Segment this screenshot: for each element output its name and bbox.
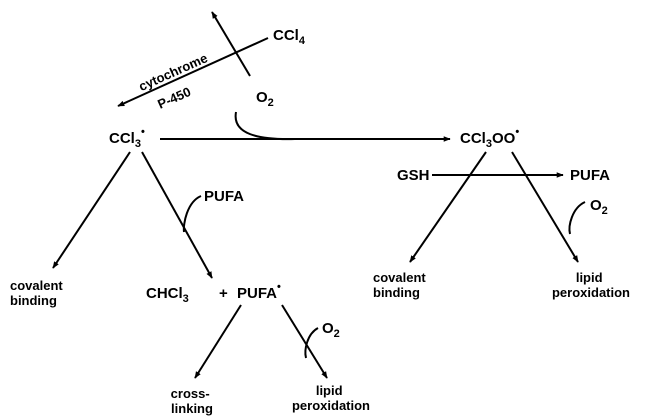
product-covalent-binding-left-line1: covalent (10, 278, 63, 293)
reactant-o2-bottom: O2 (322, 320, 340, 340)
product-cross-linking: cross- linking (171, 386, 214, 416)
enzyme-line1: cytochrome (136, 50, 209, 94)
node-ccl4-sub: 4 (299, 35, 306, 47)
product-lipid-peroxidation-bottom-line1: lipid (316, 383, 343, 398)
reactant-gsh: GSH (397, 167, 430, 184)
node-chcl3-sub: 3 (183, 293, 189, 305)
diagram-labels: CCl4 cytochrome P-450 O2 CCl3• CCl3OO• G… (10, 27, 630, 416)
node-ccl3oo-tail: OO (492, 130, 516, 147)
node-ccl3oo-sup: • (515, 126, 519, 138)
reactant-o2-bottom-sub: 2 (334, 328, 340, 340)
product-lipid-peroxidation-bottom-line2: peroxidation (292, 398, 370, 413)
node-ccl3oo-radical: CCl3OO• (460, 126, 519, 150)
reactant-o2-top-base: O (256, 89, 268, 106)
node-ccl3-base: CCl (109, 130, 135, 147)
node-ccl3oo-base: CCl (460, 130, 486, 147)
node-pufa-radical-base: PUFA (237, 285, 277, 302)
arrow-ccl3-to-covalent-binding (52, 151, 131, 269)
arrow-ccl4-to-ccl3 (117, 37, 269, 107)
arrow-ccl3-to-chcl3 (141, 151, 213, 279)
reactant-o2-top: O2 (256, 89, 274, 109)
product-lipid-peroxidation-right-line2: peroxidation (552, 285, 630, 300)
product-covalent-binding-left-line2: binding (10, 293, 57, 308)
curve-pufa-input-left (182, 195, 202, 233)
reaction-arrows (52, 11, 586, 379)
enzyme-label: cytochrome P-450 (136, 50, 209, 112)
arrow-oxygen-release-up (211, 11, 251, 77)
node-chcl3: CHCl3 (146, 285, 189, 305)
product-covalent-binding-right: covalent binding (373, 270, 429, 300)
node-ccl4-base: CCl (273, 27, 299, 44)
node-pufa-radical-sup: • (277, 281, 281, 293)
product-covalent-binding-left: covalent binding (10, 278, 66, 308)
curve-o2-input-bottom (304, 327, 319, 359)
arrow-ccl3oo-to-covalent-binding (409, 151, 487, 263)
arrow-ccl3oo-to-lipid-peroxidation (511, 151, 579, 263)
product-covalent-binding-right-line2: binding (373, 285, 420, 300)
arrow-pufa-radical-to-lipid-peroxidation (281, 304, 328, 379)
reactant-o2-top-sub: 2 (268, 97, 274, 109)
plus-sign: + (219, 285, 228, 302)
reactant-pufa-right: PUFA (570, 167, 610, 184)
product-cross-linking-line1: cross- (171, 386, 210, 401)
node-ccl3-radical: CCl3• (109, 126, 145, 150)
reactant-o2-right-base: O (590, 197, 602, 214)
product-covalent-binding-right-line1: covalent (373, 270, 426, 285)
curve-o2-input-top (234, 111, 296, 141)
arrow-pufa-radical-to-cross-linking (194, 304, 242, 379)
node-pufa-radical: PUFA• (237, 281, 281, 302)
node-ccl3oo-sub: 3 (486, 138, 492, 150)
node-chcl3-base: CHCl (146, 285, 183, 302)
curve-o2-input-right (568, 201, 586, 235)
reactant-pufa-left: PUFA (204, 188, 244, 205)
product-cross-linking-line2: linking (171, 401, 213, 416)
reactant-o2-right-sub: 2 (602, 205, 608, 217)
node-ccl3-sub: 3 (135, 138, 141, 150)
node-ccl3-sup: • (141, 126, 145, 138)
product-lipid-peroxidation-right: lipid peroxidation (552, 270, 630, 300)
enzyme-line2: P-450 (155, 84, 193, 112)
product-lipid-peroxidation-right-line1: lipid (576, 270, 603, 285)
reactant-o2-bottom-base: O (322, 320, 334, 337)
product-lipid-peroxidation-bottom: lipid peroxidation (292, 383, 370, 413)
node-ccl4: CCl4 (273, 27, 306, 47)
reactant-o2-right: O2 (590, 197, 608, 217)
